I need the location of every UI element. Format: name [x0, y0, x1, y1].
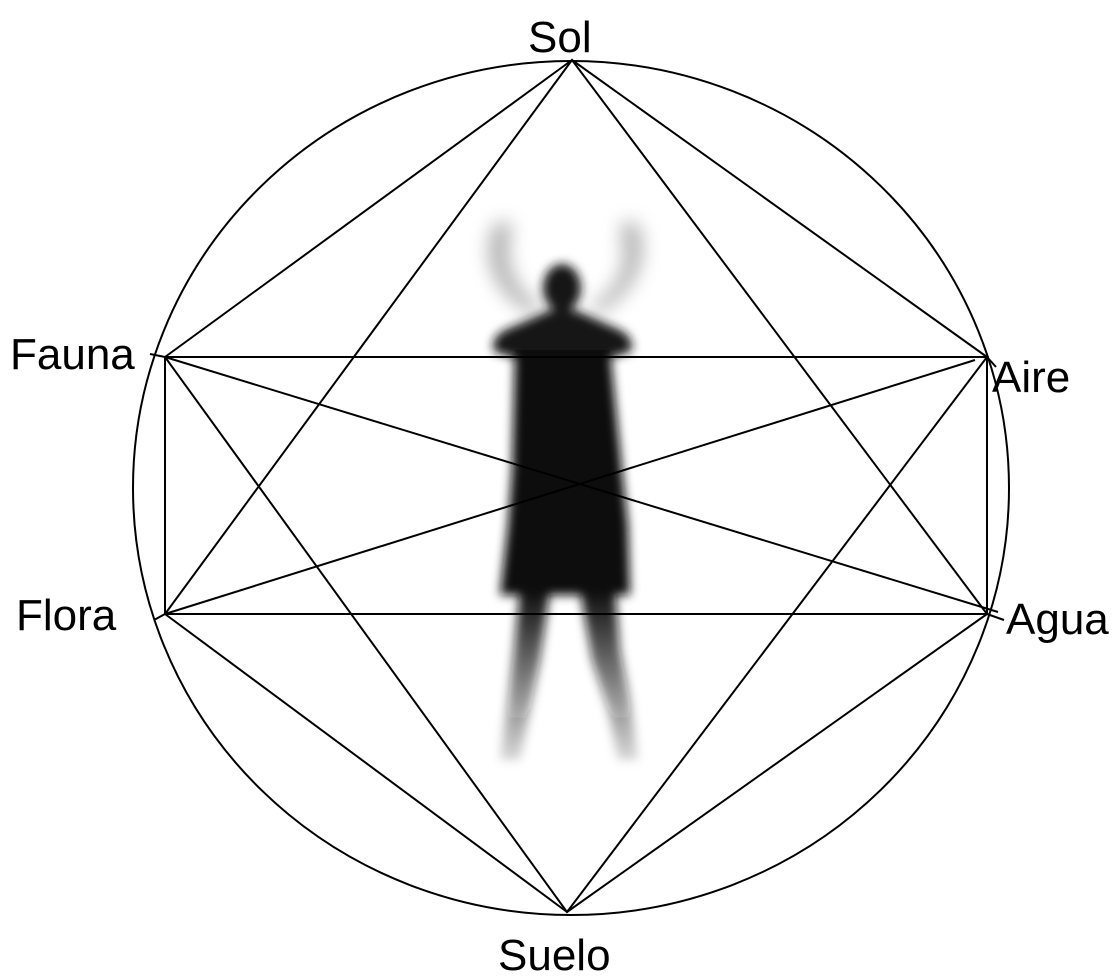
- line-suelo-agua: [567, 614, 987, 912]
- label-flora: Flora: [16, 594, 116, 638]
- line-sol-fauna: [165, 60, 572, 357]
- tick-flora: [154, 614, 165, 620]
- human-silhouette: [489, 221, 643, 760]
- label-suelo: Suelo: [498, 934, 611, 978]
- label-aire: Aire: [992, 356, 1070, 400]
- label-agua: Agua: [1006, 598, 1109, 642]
- line-sol-aire: [572, 60, 987, 357]
- geometry-lines: [133, 60, 1009, 915]
- tick-fauna: [150, 354, 165, 357]
- line-suelo-flora: [165, 614, 567, 912]
- label-fauna: Fauna: [10, 333, 135, 377]
- label-sol: Sol: [528, 16, 592, 60]
